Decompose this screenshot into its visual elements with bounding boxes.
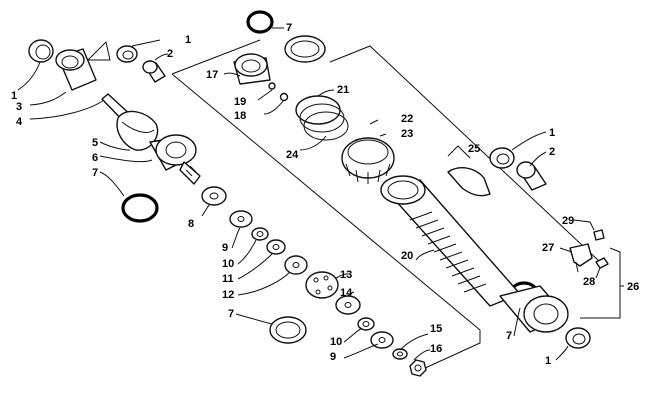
callout-12-washer: 12 xyxy=(222,289,235,301)
callout-8-washer: 8 xyxy=(188,218,195,230)
callout-22-adjuster: 22 xyxy=(401,113,414,125)
valve-core-28 xyxy=(595,257,609,269)
callout-29-valve-cap: 29 xyxy=(562,215,575,227)
bushing-top xyxy=(116,45,138,63)
callout-19-ball: 19 xyxy=(234,96,247,108)
callout-6-seal-head: 6 xyxy=(92,152,99,164)
spacer-top xyxy=(142,60,166,83)
callout-28-valve-core: 28 xyxy=(583,276,596,288)
washer-10-lower xyxy=(357,317,375,331)
callout-24-ring: 24 xyxy=(286,149,299,161)
seal-cap-top xyxy=(284,35,326,63)
ball-19 xyxy=(268,82,276,90)
washer-8 xyxy=(201,186,227,206)
callout-17-reservoir-head: 17 xyxy=(206,69,219,81)
spacer-right xyxy=(516,161,547,191)
callout-10-lower-washer: 10 xyxy=(330,336,343,348)
piston-13 xyxy=(305,271,339,299)
damper-body xyxy=(380,175,521,307)
callout-18-screw: 18 xyxy=(234,110,247,122)
shaft-and-body xyxy=(101,93,201,185)
bumper-25 xyxy=(447,167,491,197)
callout-2-right-spacer: 2 xyxy=(549,146,556,158)
callout-7-o-ring-right: 7 xyxy=(506,330,513,342)
spring-adjuster xyxy=(341,137,395,184)
reservoir-head xyxy=(233,53,271,85)
eyelet-sleeve xyxy=(55,48,97,91)
washer-9-lower xyxy=(370,331,394,349)
callout-4-shaft: 4 xyxy=(16,116,23,128)
callout-1-right-bushing: 1 xyxy=(549,127,556,139)
callout-2-top-spacer: 2 xyxy=(167,48,174,60)
bushing-right xyxy=(489,147,515,169)
callout-21-ring: 21 xyxy=(337,84,350,96)
callout-13-piston: 13 xyxy=(340,269,353,281)
bushing-bottom xyxy=(565,327,591,349)
o-ring-top xyxy=(246,10,274,34)
callout-27-valve: 27 xyxy=(542,242,555,254)
seal-band-7 xyxy=(269,316,307,344)
o-ring-left xyxy=(121,193,159,223)
spring-coils xyxy=(409,211,487,293)
callout-11-washer: 11 xyxy=(222,273,234,285)
callout-15-washer: 15 xyxy=(430,323,443,335)
callout-9-washer: 9 xyxy=(222,242,229,254)
callout-16-nut: 16 xyxy=(430,343,443,355)
washer-12 xyxy=(284,255,308,275)
callout-5-body: 5 xyxy=(92,137,99,149)
callout-1-bottom-bushing: 1 xyxy=(545,355,552,367)
rings-21-24 xyxy=(295,95,349,141)
assembly-outline xyxy=(171,39,601,375)
bushing-top-left xyxy=(28,39,54,63)
callout-7-o-ring-top: 7 xyxy=(286,22,293,34)
callout-7-o-ring-left: 7 xyxy=(92,167,99,179)
nut-16 xyxy=(409,359,427,377)
valve-cap-29 xyxy=(593,229,605,241)
washer-9 xyxy=(229,210,253,228)
valve-27 xyxy=(569,243,593,273)
callout-1-top-bushing: 1 xyxy=(185,34,192,46)
callout-25-bumper: 25 xyxy=(468,143,481,155)
callout-7-seal-band: 7 xyxy=(228,308,235,320)
washer-15 xyxy=(392,348,408,360)
washer-10 xyxy=(251,227,269,241)
callout-14-washer: 14 xyxy=(340,287,353,299)
callout-23-adjuster: 23 xyxy=(401,128,414,140)
screw-18 xyxy=(279,92,289,102)
washer-11 xyxy=(266,239,286,255)
callout-26-valve-assembly: 26 xyxy=(627,281,640,293)
callout-9-lower-washer: 9 xyxy=(330,351,337,363)
callout-3-eyelet-sleeve: 3 xyxy=(16,101,23,113)
callout-1-left-bushing: 1 xyxy=(11,90,18,102)
callout-10-washer: 10 xyxy=(222,258,235,270)
lower-eyelet xyxy=(499,285,569,333)
callout-20-damper-body: 20 xyxy=(401,250,414,262)
leader-lines xyxy=(17,27,624,361)
